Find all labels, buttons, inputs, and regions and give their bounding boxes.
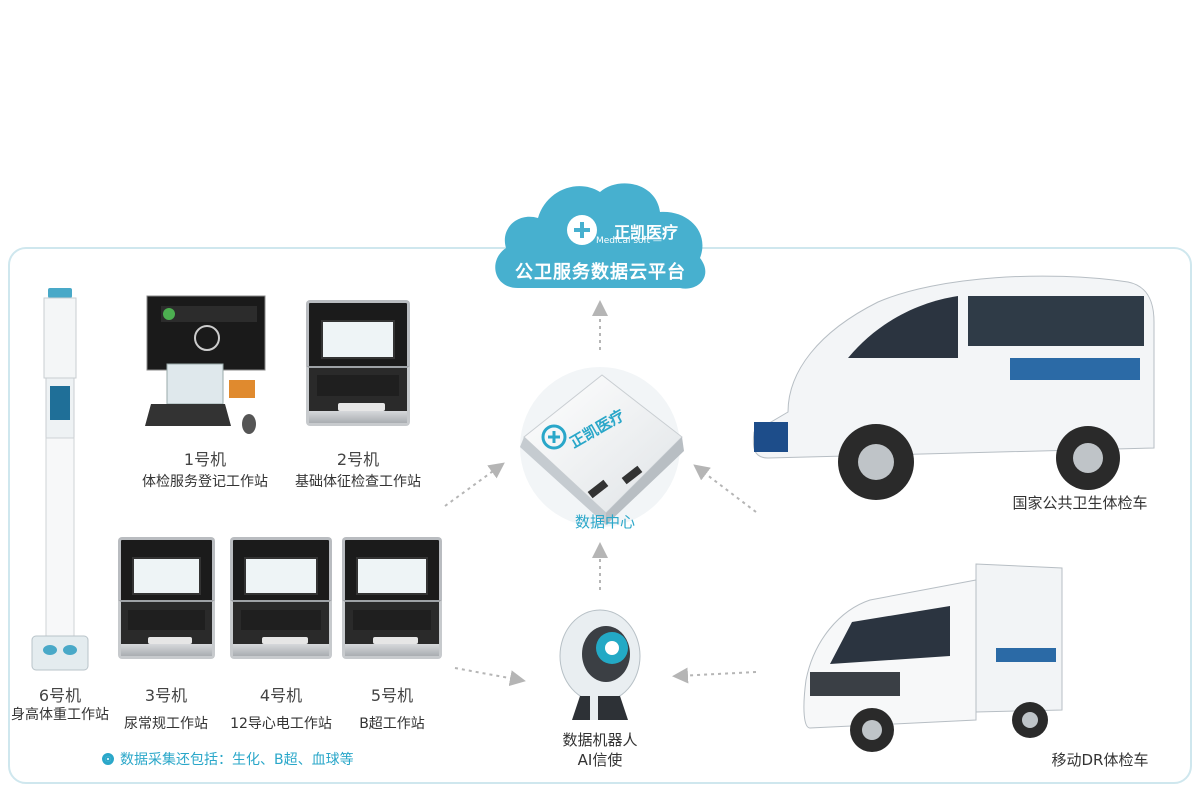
robot-label-line2: AI信使 [577, 751, 623, 769]
station-3-number: 3号机 [144, 686, 188, 705]
station-6-name: 身高体重工作站 [11, 707, 109, 723]
data-center-label: 数据中心 [574, 513, 635, 531]
cloud-brand-name: 正凯医疗 [614, 223, 679, 242]
station-3-case [118, 537, 215, 659]
footnote: 数据采集还包括：生化、B超、血球等 [102, 749, 354, 769]
arrow-stations-to-robot [454, 667, 526, 687]
public-health-van [752, 275, 1155, 500]
arrow-van-to-center [693, 464, 757, 513]
station-2-case [306, 300, 410, 426]
cloud-brand-sub: Medical soft — [596, 236, 662, 246]
station-1-name: 体检服务登记工作站 [142, 474, 268, 490]
station-2-number: 2号机 [336, 450, 380, 469]
station-3-name: 尿常规工作站 [124, 716, 208, 732]
station-4-number: 4号机 [259, 686, 303, 705]
station-5-name: B超工作站 [359, 716, 425, 732]
vehicle-1-name: 国家公共卫生体检车 [1012, 494, 1148, 512]
station-6-number: 6号机 [38, 686, 82, 705]
mobile-dr-truck [803, 563, 1063, 752]
station-4-case [230, 537, 332, 659]
bullet-icon [102, 753, 114, 765]
data-center-device [520, 367, 684, 527]
station-4-name: 12导心电工作站 [230, 716, 332, 732]
robot-icon [559, 609, 641, 720]
station-1-device [145, 295, 266, 434]
platform-title: 公卫服务数据云平台 [515, 262, 686, 283]
robot-label-line1: 数据机器人 [562, 731, 638, 749]
station-5-case [342, 537, 442, 659]
vehicle-2-name: 移动DR体检车 [1051, 751, 1149, 769]
height-weight-scale [31, 288, 89, 671]
arrow-stations-to-center [444, 462, 505, 507]
station-1-number: 1号机 [183, 450, 227, 469]
station-5-number: 5号机 [370, 686, 414, 705]
cloud-icon [495, 183, 706, 289]
station-2-name: 基础体征检查工作站 [295, 474, 421, 490]
arrow-dr-to-robot [672, 667, 757, 684]
footnote-text: 数据采集还包括：生化、B超、血球等 [120, 752, 354, 768]
